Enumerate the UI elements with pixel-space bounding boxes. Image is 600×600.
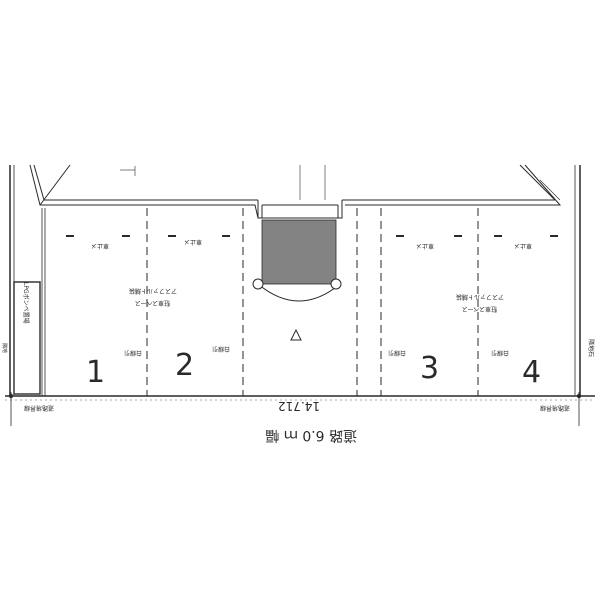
lot-numbers: 1 2 3 4: [86, 348, 541, 390]
triangle-marker-icon: [290, 328, 302, 341]
road-width-label: 道路 6.0 ｍ 幅: [265, 427, 357, 443]
stop-mark-labels: 車止メ 車止メ 車止メ 車止メ: [91, 238, 532, 250]
lot-number-3: 3: [420, 351, 439, 386]
neighbor-wall-label: 隣地石: [587, 339, 595, 357]
entrance-recess: [252, 219, 342, 341]
parking-space-note: 駐車スペース: [135, 299, 170, 307]
road-boundary-label-left: 道路境界線: [24, 404, 54, 412]
stop-mark-ticks: [66, 235, 558, 237]
post-left-icon: [252, 278, 264, 290]
paving-label: アスファルト舗装: [129, 287, 177, 295]
stop-mark-label: 車止メ: [91, 242, 109, 250]
white-line-label: 白線引: [388, 349, 406, 357]
corner-marks: [8, 392, 582, 426]
building-outline: [29, 164, 562, 219]
white-line-labels: 白線引 白線引 白線引 白線引: [124, 345, 509, 357]
stop-mark-label: 車止メ: [514, 242, 532, 250]
parking-dividers: [146, 208, 479, 396]
parking-space-note: 駐車スペース: [462, 305, 497, 313]
stop-mark-label: 車止メ: [416, 242, 434, 250]
frontage-dimension: 14.712: [278, 399, 320, 413]
paving-notes: アスファルト舗装 駐車スペース アスファルト舗装 駐車スペース: [129, 287, 504, 313]
lot-number-1: 1: [86, 355, 105, 390]
site-outline: [5, 165, 595, 401]
boundary-corner-label: 隣地: [1, 343, 8, 353]
lpg-storage-box: LPGボンベ置場: [13, 281, 41, 395]
white-line-label: 白線引: [491, 349, 509, 357]
lot-number-2: 2: [175, 348, 194, 383]
white-line-label: 白線引: [124, 349, 142, 357]
stop-mark-label: 車止メ: [184, 238, 202, 246]
paving-label: アスファルト舗装: [456, 293, 504, 301]
post-right-icon: [330, 278, 342, 290]
lpg-box-label: LPGボンベ置場: [22, 282, 30, 324]
white-line-label: 白線引: [212, 345, 230, 353]
road-boundary-label-right: 道路境界線: [540, 404, 570, 412]
lot-number-4: 4: [522, 355, 541, 390]
